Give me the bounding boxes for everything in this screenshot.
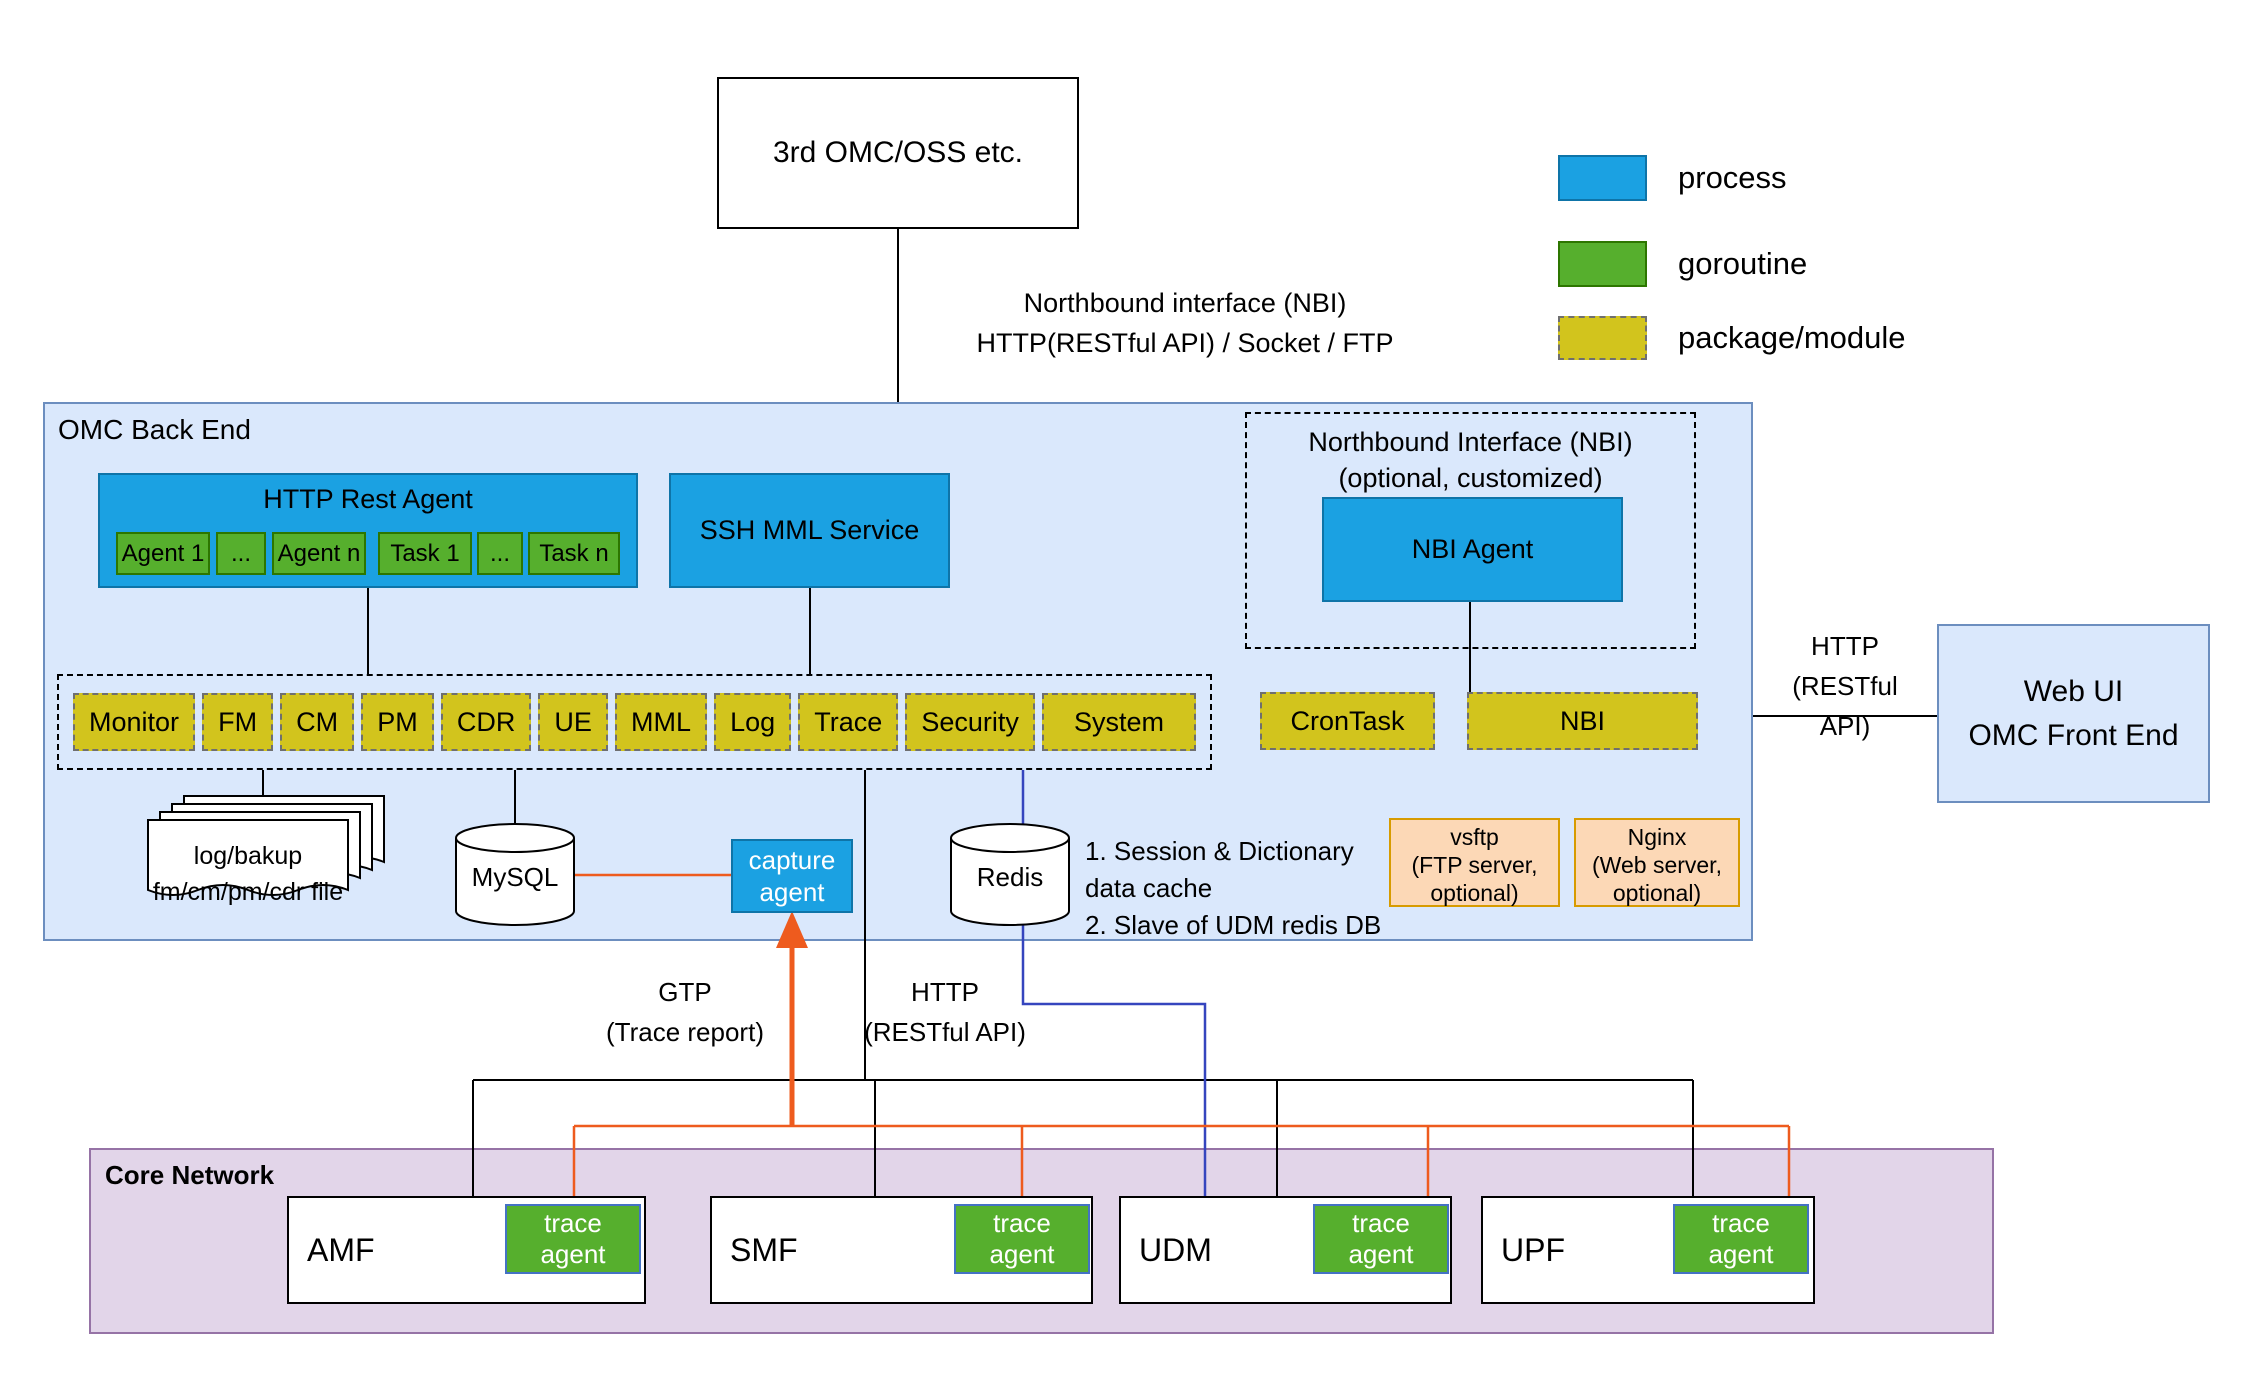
smf-label: SMF: [730, 1231, 798, 1268]
legend-goroutine-label: goroutine: [1678, 246, 1808, 281]
smf-trace-agent-label: trace agent: [989, 1208, 1055, 1269]
capture-agent-box: capture agent: [731, 839, 853, 913]
omc-backend-title: OMC Back End: [58, 414, 251, 445]
rest-agent-goroutines: Agent 1 ... Agent n Task 1 ... Task n: [116, 532, 620, 575]
nginx-line1: Nginx: [1627, 824, 1687, 850]
legend-package-label: package/module: [1678, 320, 1906, 355]
upf-label: UPF: [1501, 1231, 1565, 1268]
module-security: Security: [905, 693, 1035, 751]
smf-trace-agent: trace agent: [954, 1204, 1090, 1274]
udm-trace-agent-label: trace agent: [1348, 1208, 1414, 1269]
agent-ellipsis-box: ...: [216, 532, 266, 575]
module-monitor: Monitor: [73, 693, 196, 751]
module-cm: CM: [280, 693, 355, 751]
gtp-label: GTP (Trace report): [560, 972, 810, 1052]
legend-goroutine-swatch: [1558, 241, 1647, 287]
northbound-label-line2: HTTP(RESTful API) / Socket / FTP: [976, 328, 1394, 358]
third-party-oss-label: 3rd OMC/OSS etc.: [772, 136, 1024, 169]
redis-note: 1. Session & Dictionary data cache 2. Sl…: [1085, 833, 1395, 944]
redis-note-line2: data cache: [1085, 873, 1213, 903]
third-party-oss-box: 3rd OMC/OSS etc.: [717, 77, 1079, 229]
gtp-line2: (Trace report): [606, 1017, 764, 1047]
nbi-agent-label: NBI Agent: [1411, 534, 1534, 564]
vsftp-line1: vsftp: [1450, 824, 1499, 850]
redis-note-line3: 2. Slave of UDM redis DB: [1085, 910, 1382, 940]
log-files-label: log/bakup fm/cm/pm/cdr file: [138, 838, 358, 910]
mysql-label: MySQL: [471, 862, 559, 892]
http-line2: (RESTful API): [864, 1017, 1026, 1047]
webui-line1: Web UI: [2023, 674, 2124, 708]
udm-label: UDM: [1139, 1231, 1212, 1268]
module-trace: Trace: [798, 693, 899, 751]
vsftp-box: vsftp (FTP server, optional): [1389, 818, 1560, 907]
nbi-container-title-line1: Northbound Interface (NBI): [1308, 427, 1633, 457]
module-nbi: NBI: [1467, 692, 1698, 750]
module-crontask: CronTask: [1260, 692, 1435, 750]
http-line1: HTTP: [911, 977, 979, 1007]
nginx-box: Nginx (Web server, optional): [1574, 818, 1740, 907]
redis-note-line1: 1. Session & Dictionary: [1085, 836, 1354, 866]
ssh-mml-service-box: SSH MML Service: [669, 473, 950, 588]
http-rest-agent-box: HTTP Rest Agent Agent 1 ... Agent n Task…: [98, 473, 638, 588]
nginx-line3: optional): [1612, 880, 1702, 906]
webui-http-label: HTTP (RESTful API): [1765, 626, 1925, 746]
nbi-optional-container: Northbound Interface (NBI) (optional, cu…: [1245, 412, 1696, 649]
core-network-title: Core Network: [105, 1160, 275, 1190]
amf-trace-agent-label: trace agent: [540, 1208, 606, 1269]
gtp-line1: GTP: [658, 977, 712, 1007]
module-log: Log: [714, 693, 792, 751]
upf-trace-agent: trace agent: [1673, 1204, 1809, 1274]
legend-process-swatch: [1558, 155, 1647, 201]
module-ue: UE: [538, 693, 608, 751]
agent-1-box: Agent 1: [116, 532, 210, 575]
log-files-line1: log/bakup: [193, 842, 303, 870]
nbi-container-title-line2: (optional, customized): [1338, 463, 1603, 493]
capture-agent-label: capture agent: [748, 845, 836, 907]
amf-trace-agent: trace agent: [505, 1204, 641, 1274]
webui-http-line2: (RESTful API): [1792, 671, 1898, 741]
agent-n-box: Agent n: [272, 532, 366, 575]
module-fm: FM: [202, 693, 274, 751]
legend-process-label: process: [1678, 160, 1787, 195]
udm-trace-agent: trace agent: [1313, 1204, 1449, 1274]
ssh-mml-service-label: SSH MML Service: [699, 515, 920, 545]
webui-http-line1: HTTP: [1811, 631, 1879, 661]
http-restful-label: HTTP (RESTful API): [820, 972, 1070, 1052]
nginx-line2: (Web server,: [1592, 852, 1722, 878]
webui-line2: OMC Front End: [1968, 718, 2179, 752]
log-files-line2: fm/cm/pm/cdr file: [152, 878, 344, 906]
northbound-label-line1: Northbound interface (NBI): [1023, 288, 1347, 318]
nbi-agent-box: NBI Agent: [1322, 497, 1623, 602]
task-ellipsis-box: ...: [477, 532, 523, 575]
http-rest-agent-title: HTTP Rest Agent: [263, 484, 473, 514]
amf-label: AMF: [307, 1231, 375, 1268]
northbound-interface-label: Northbound interface (NBI) HTTP(RESTful …: [950, 283, 1420, 363]
module-system: System: [1041, 693, 1196, 751]
vsftp-line2: (FTP server,: [1411, 852, 1538, 878]
redis-label: Redis: [976, 862, 1044, 892]
module-pm: PM: [361, 693, 434, 751]
nbi-container-title: Northbound Interface (NBI) (optional, cu…: [1247, 424, 1694, 496]
webui-frontend-box: Web UI OMC Front End: [1937, 624, 2210, 803]
task-n-box: Task n: [528, 532, 620, 575]
module-cdr: CDR: [440, 693, 532, 751]
modules-container: Monitor FM CM PM CDR UE MML Log Trace Se…: [57, 674, 1212, 770]
legend-package-swatch: [1558, 316, 1647, 360]
upf-trace-agent-label: trace agent: [1708, 1208, 1774, 1269]
task-1-box: Task 1: [378, 532, 472, 575]
module-mml: MML: [615, 693, 707, 751]
vsftp-line3: optional): [1430, 880, 1519, 906]
